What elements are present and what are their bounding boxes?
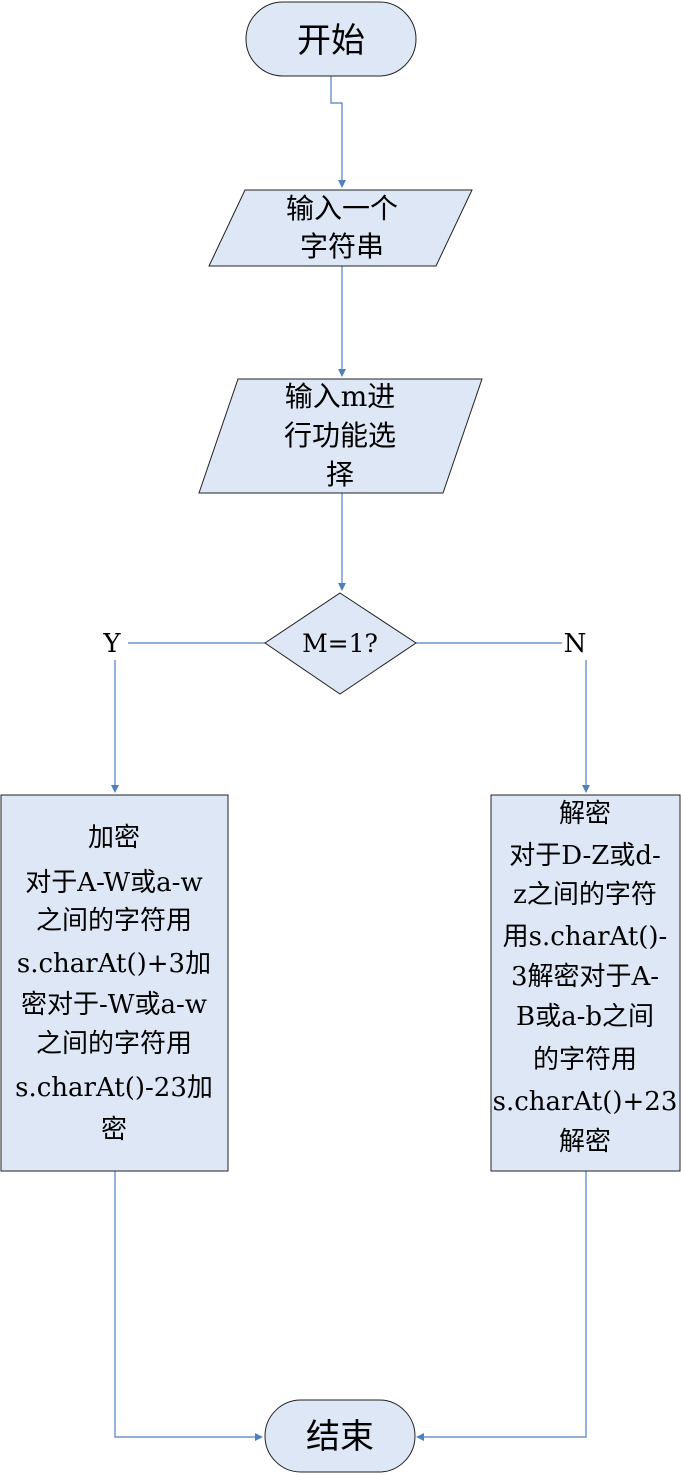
decision-node: M=1? xyxy=(264,592,417,695)
decrypt-line-2: 对于D-Z或d- xyxy=(509,841,661,871)
encrypt-line-6: 之间的字符用 xyxy=(36,1029,192,1059)
connector-decrypt-to-end xyxy=(416,1171,587,1441)
encrypt-process-shape xyxy=(0,794,229,1172)
end-node: 结束 xyxy=(264,1399,416,1473)
yes-branch-label: Y xyxy=(102,629,121,659)
encrypt-node: 加密 对于A-W或a-w 之间的字符用 s.charAt()+3加 密对于-W或… xyxy=(0,794,229,1172)
connector-encrypt-to-end xyxy=(114,1171,263,1441)
decrypt-node: 解密 对于D-Z或d- z之间的字符 用s.charAt()- 3解密对于A- … xyxy=(490,794,681,1172)
decrypt-line-8: s.charAt()+23 xyxy=(493,1087,678,1117)
decrypt-line-4: 用s.charAt()- xyxy=(503,922,668,952)
input-m-node: 输入m进 行功能选 择 xyxy=(198,378,483,494)
input-m-line-3: 择 xyxy=(326,458,354,491)
decrypt-line-9: 解密 xyxy=(559,1127,611,1157)
start-label: 开始 xyxy=(297,21,365,61)
input-string-line-1: 输入一个 xyxy=(286,192,398,225)
start-terminator-shape xyxy=(245,1,417,77)
start-node: 开始 xyxy=(245,1,417,77)
input-m-shape xyxy=(198,378,483,494)
decision-diamond-shape xyxy=(264,592,417,695)
encrypt-line-1: 加密 xyxy=(88,823,140,853)
decrypt-line-6: B或a-b之间 xyxy=(516,1002,654,1032)
encrypt-line-8: 密 xyxy=(101,1115,127,1145)
input-m-line-1: 输入m进 xyxy=(285,380,396,413)
input-m-line-2: 行功能选 xyxy=(284,419,396,452)
end-terminator-shape xyxy=(264,1399,416,1473)
decrypt-line-3: z之间的字符 xyxy=(513,880,657,910)
no-branch-label: N xyxy=(564,629,587,659)
decision-label: M=1? xyxy=(302,629,378,658)
encrypt-line-5: 密对于-W或a-w xyxy=(21,990,207,1020)
input-string-shape xyxy=(208,189,473,267)
decrypt-line-1: 解密 xyxy=(559,799,611,829)
encrypt-line-2: 对于A-W或a-w xyxy=(25,868,202,898)
decrypt-process-shape xyxy=(490,794,681,1172)
input-string-line-2: 字符串 xyxy=(300,230,384,263)
input-string-node: 输入一个 字符串 xyxy=(208,189,473,267)
encrypt-line-3: 之间的字符用 xyxy=(36,906,192,936)
decrypt-line-5: 3解密对于A- xyxy=(511,962,659,992)
encrypt-line-7: s.charAt()-23加 xyxy=(15,1073,213,1103)
end-label: 结束 xyxy=(306,1417,374,1457)
encrypt-line-4: s.charAt()+3加 xyxy=(17,949,211,979)
decrypt-line-7: 的字符用 xyxy=(533,1045,637,1075)
connectors xyxy=(111,76,590,1441)
connector-start-to-input xyxy=(330,76,346,188)
